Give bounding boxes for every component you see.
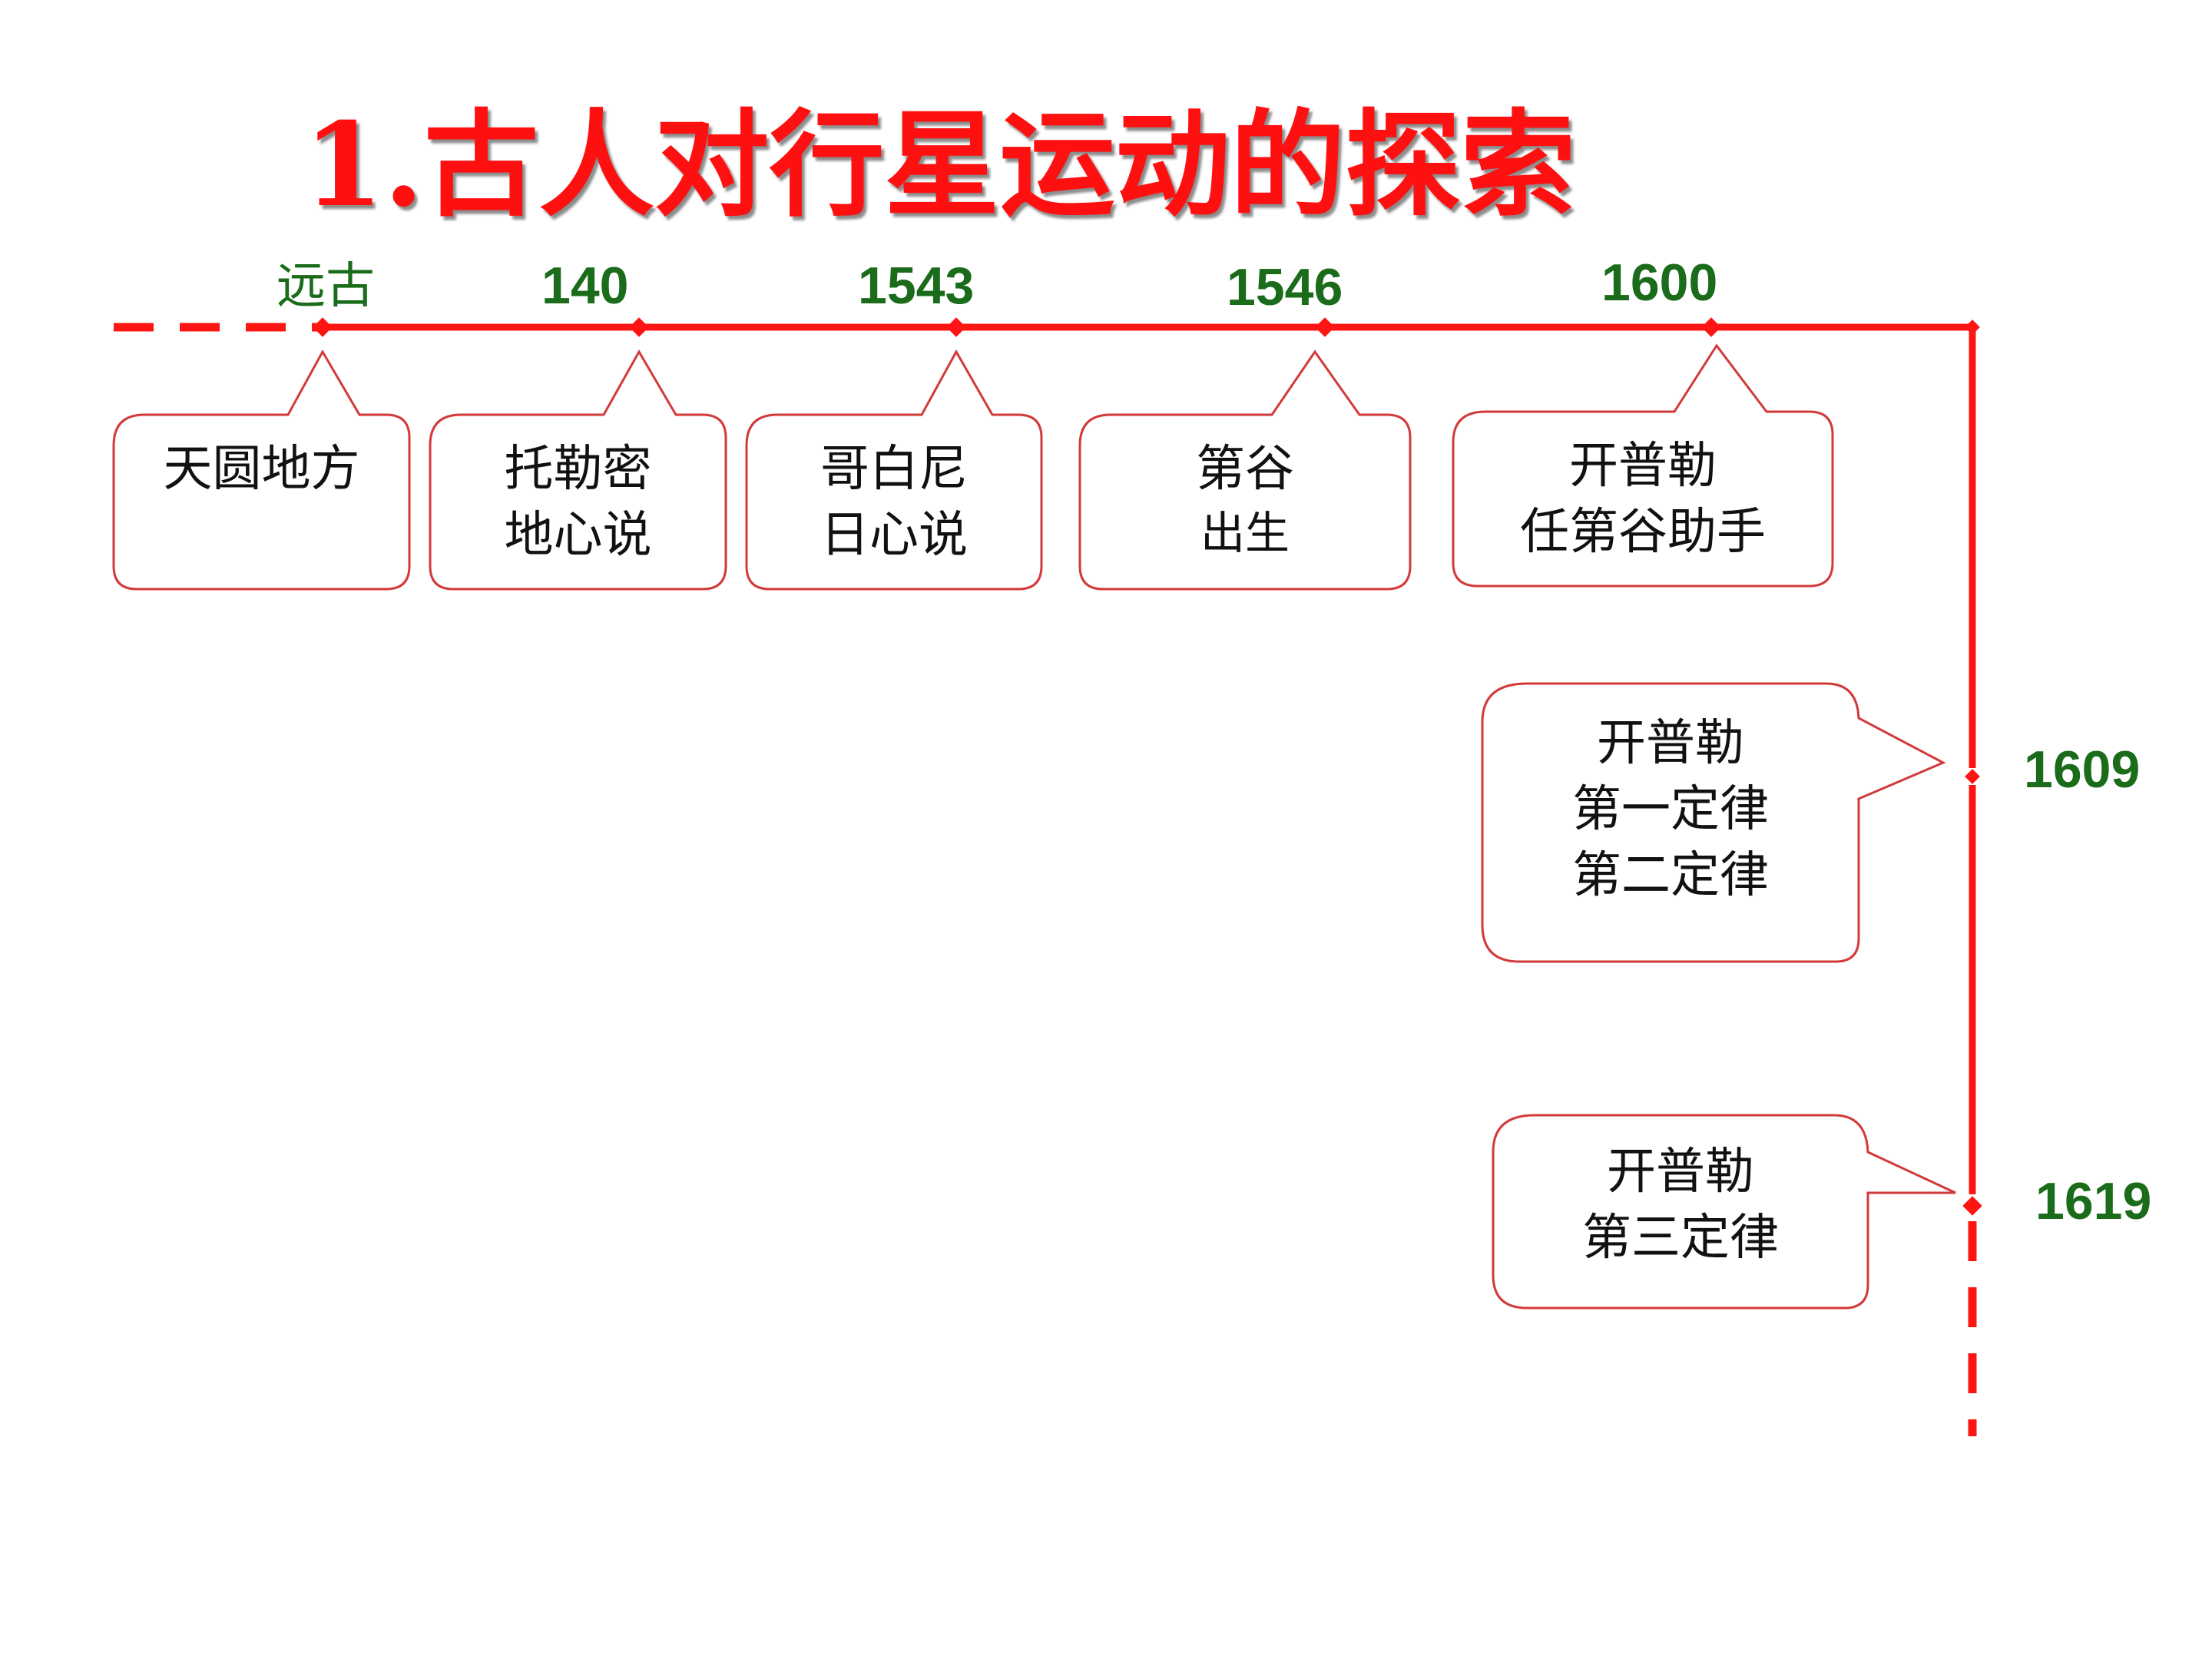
callout-line: 哥白尼 <box>820 441 968 498</box>
year-label-yuangu: 远古 <box>276 258 375 313</box>
callout-line: 第三定律 <box>1582 1210 1779 1267</box>
callout-text-1543: 哥白尼 日心说 <box>747 436 1041 568</box>
marker-1600 <box>1701 317 1721 337</box>
callout-box-1600 <box>1452 343 1834 588</box>
marker-1546 <box>1315 317 1335 337</box>
marker-140 <box>629 317 649 337</box>
callout-line: 第二定律 <box>1572 847 1769 904</box>
callout-text-140: 托勒密 地心说 <box>430 436 726 568</box>
year-label-1546: 1546 <box>1227 258 1343 316</box>
year-label-1543: 1543 <box>858 257 975 315</box>
callout-text-1619: 开普勒 第三定律 <box>1493 1139 1868 1271</box>
year-label-1619: 1619 <box>2035 1172 2152 1230</box>
callout-text-1600: 开普勒 任第谷助手 <box>1453 433 1833 565</box>
callout-line: 地心说 <box>504 507 652 564</box>
marker-1609 <box>1965 769 1980 784</box>
callout-box-140 <box>429 349 727 591</box>
marker-1543 <box>946 317 966 337</box>
callout-box-1546 <box>1078 349 1412 591</box>
callout-line: 天圆地方 <box>163 441 360 498</box>
callout-line: 出生 <box>1200 507 1290 559</box>
marker-1619 <box>1962 1196 1982 1216</box>
year-label-1609: 1609 <box>2024 740 2141 799</box>
callout-line: 开普勒 <box>1597 715 1744 772</box>
callout-line: 任第谷助手 <box>1520 504 1766 561</box>
callout-line: 托勒密 <box>504 441 652 498</box>
callout-line: 开普勒 <box>1607 1144 1754 1200</box>
callout-box-1609 <box>1481 682 1946 963</box>
year-label-140: 140 <box>541 257 629 315</box>
callout-line: 开普勒 <box>1569 438 1717 495</box>
callout-line: 日心说 <box>820 507 968 564</box>
callout-box-1543 <box>745 349 1043 591</box>
callout-text-yuangu: 天圆地方 <box>114 436 409 502</box>
callout-box-yuangu <box>112 349 411 591</box>
year-label-1600: 1600 <box>1601 253 1718 312</box>
callout-text-1546: 第谷 出生 <box>1080 436 1410 564</box>
callout-line: 第一定律 <box>1572 781 1769 838</box>
callout-line: 第谷 <box>1196 441 1294 498</box>
page-title: 1.古人对行星运动的探索 <box>303 98 1576 233</box>
callout-text-1609: 开普勒 第一定律 第二定律 <box>1482 710 1859 909</box>
callout-box-1619 <box>1492 1114 1956 1310</box>
marker-corner <box>1965 320 1980 335</box>
marker-yuangu <box>313 317 333 337</box>
